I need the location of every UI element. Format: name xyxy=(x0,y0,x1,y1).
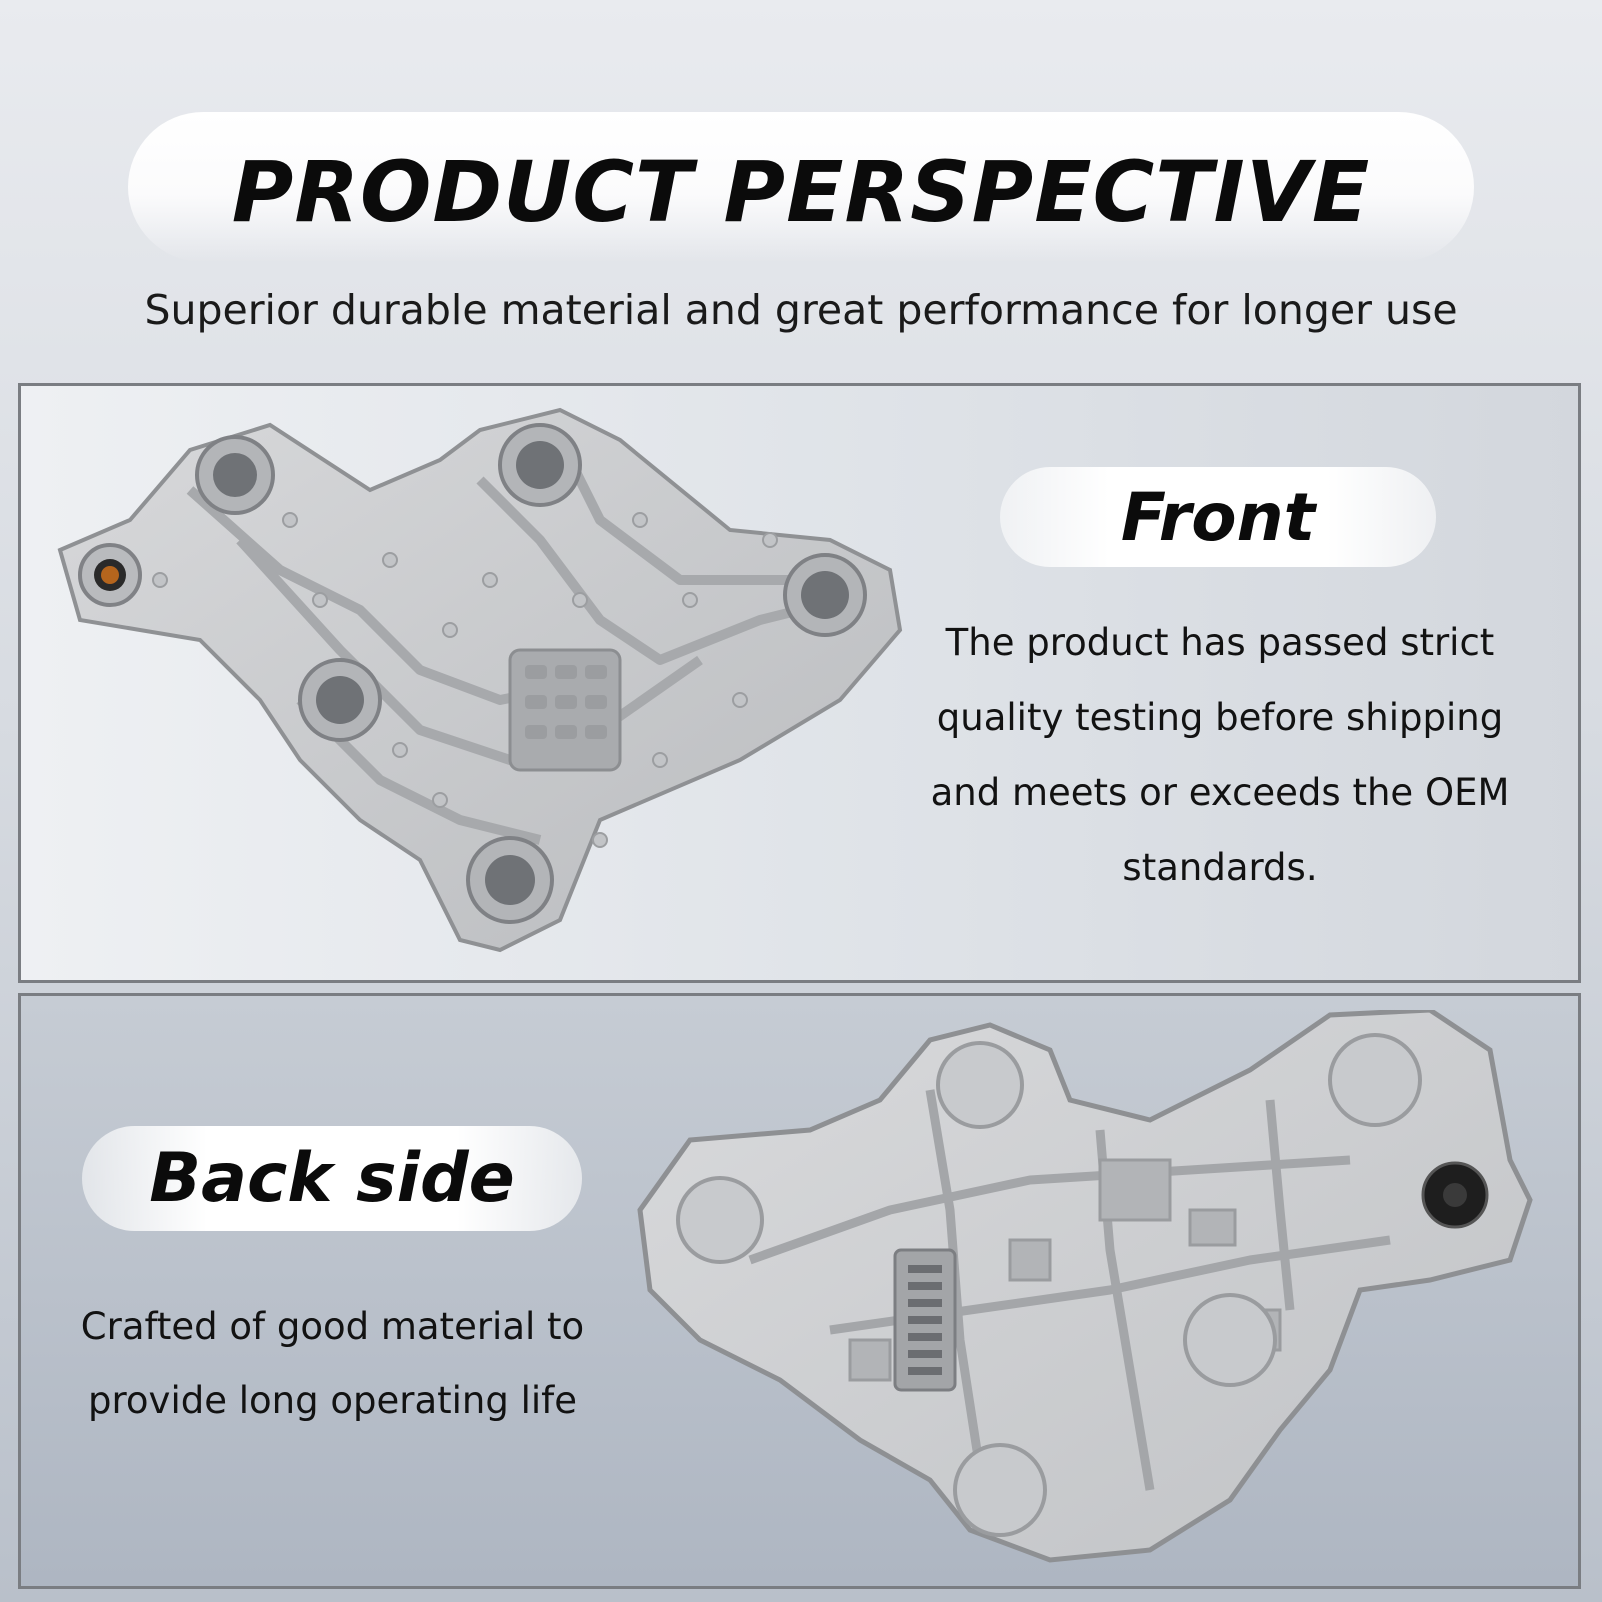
front-label: Front xyxy=(1120,479,1316,556)
page-subtitle: Superior durable material and great perf… xyxy=(144,286,1458,334)
back-label: Back side xyxy=(149,1139,515,1218)
header-banner xyxy=(128,112,1474,262)
back-label-banner xyxy=(82,1126,582,1231)
page-title: PRODUCT PERSPECTIVE xyxy=(231,143,1371,241)
bulb-holder-front-image xyxy=(57,407,903,953)
front-label-banner xyxy=(1000,467,1436,567)
back-description: Crafted of good material to provide long… xyxy=(80,1305,585,1422)
front-description: The product has passed strict quality te… xyxy=(930,621,1510,889)
bulb-holder-back-image xyxy=(637,1010,1533,1563)
